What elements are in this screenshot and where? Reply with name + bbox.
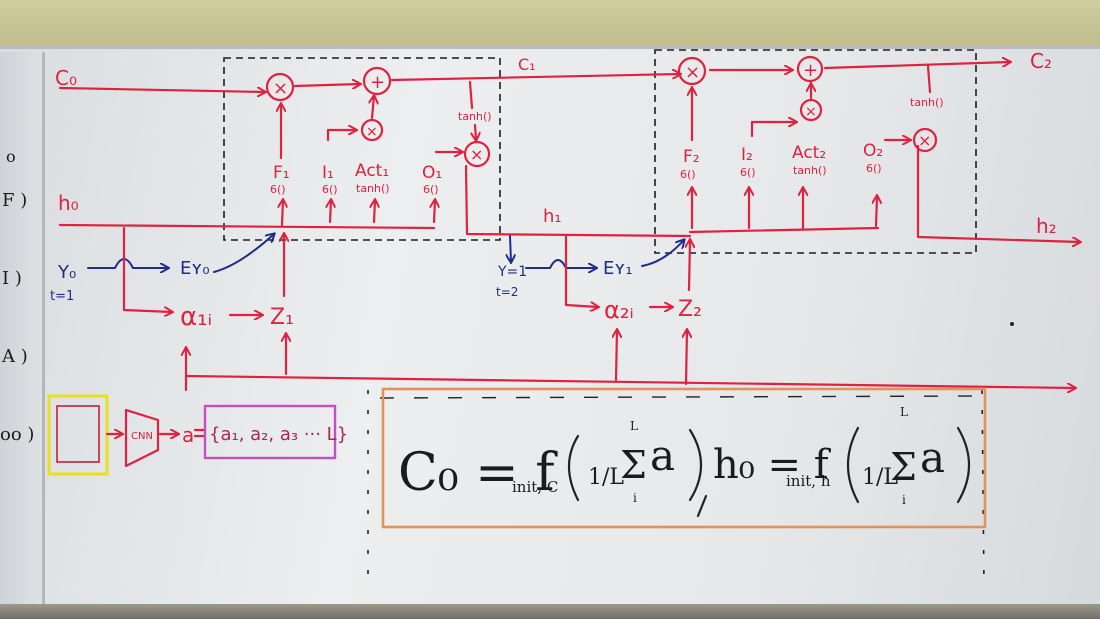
plus-op: +: [370, 72, 385, 93]
gate-f1-act: 6(): [270, 183, 286, 196]
lstm-cell-1-boundary: [224, 58, 500, 240]
sum-h0: Σ: [890, 445, 917, 489]
mult-op: ×: [273, 78, 288, 99]
gate-act1-act: tanh(): [356, 182, 390, 195]
stray-dot: [1010, 322, 1014, 326]
tanh-label: tanh(): [458, 110, 492, 123]
input-y0: Y₀: [57, 262, 76, 283]
c2-label: C₂: [1030, 49, 1052, 73]
gate-o1: O₁: [422, 163, 442, 183]
sum-h0-bottom: i: [902, 493, 906, 507]
c1-label: C₁: [518, 55, 536, 74]
sum-h0-top: L: [900, 405, 908, 419]
edge-mark: I ): [2, 268, 22, 289]
gate-o2: O₂: [863, 141, 883, 161]
alpha-2i: α₂ᵢ: [604, 296, 634, 324]
mult-op: ×: [918, 131, 931, 150]
embed-ey1: Eʏ₁: [603, 258, 633, 279]
mult-op: ×: [685, 62, 700, 83]
sum-c0-bottom: i: [633, 491, 637, 505]
feature-set: {a₁, a₂, a₃ ··· L}: [209, 424, 348, 445]
h2-label: h₂: [1036, 214, 1057, 238]
gate-i2-act: 6(): [740, 166, 756, 179]
input-y1: Y=1: [497, 264, 527, 280]
gate-act1: Act₁: [355, 161, 389, 181]
encoder: CNN a {a₁, a₂, a₃ ··· L}: [49, 396, 348, 474]
gate-o1-act: 6(): [423, 183, 439, 196]
h0-init-sub: init, h: [786, 472, 831, 490]
context-z1: Z₁: [270, 305, 294, 330]
cell-1-operators: × + × × tanh(): [267, 68, 492, 166]
c0-label: C₀: [55, 66, 77, 90]
cell-state-line: C₀ C₁ C₂: [55, 49, 1052, 108]
embed-ey0: Eʏ₀: [180, 258, 210, 279]
gate-i1: I₁: [322, 163, 334, 183]
feature-bus: [186, 376, 1075, 388]
gate-act2-act: tanh(): [793, 164, 827, 177]
sum-c0-top: L: [630, 419, 638, 433]
init-formula: C₀ = f init, C 1/L Σ L i a h₀ = f init, …: [383, 389, 985, 527]
left-edge-marks: o F ) I ) A ) oo ): [0, 147, 34, 445]
frac-c0: 1/L: [588, 465, 624, 490]
edge-mark: F ): [2, 190, 27, 211]
cell-2: × + × × tanh() F₂ 6() I₂ 6() Act₂ tanh()…: [679, 57, 944, 228]
input-image: [57, 406, 99, 462]
gate-act2: Act₂: [792, 143, 826, 163]
mult-op: ×: [366, 124, 378, 140]
edge-mark: o: [6, 147, 16, 166]
a-label: a: [182, 423, 194, 447]
tanh-label: tanh(): [910, 96, 944, 109]
a-c0: a: [650, 431, 675, 480]
alpha-1i: α₁ᵢ: [180, 302, 212, 332]
gate-i2: I₂: [741, 145, 753, 165]
c0-init-sub: init, C: [512, 478, 558, 496]
h0-label: h₀: [58, 191, 79, 215]
edge-mark: oo ): [0, 424, 34, 445]
context-z2: Z₂: [678, 297, 702, 322]
mult-op: ×: [470, 145, 483, 164]
step-1-attention: Y₀ t=1 Eʏ₀ α₁ᵢ Z₁: [50, 228, 294, 390]
gate-f1: F₁: [273, 163, 290, 183]
h1-label: h₁: [543, 206, 562, 227]
a-h0: a: [920, 433, 945, 482]
time-t2: t=2: [496, 285, 518, 299]
gate-o2-act: 6(): [866, 162, 882, 175]
time-t1: t=1: [50, 289, 74, 304]
plus-op: +: [803, 60, 818, 81]
cell-1-gates: F₁ 6() I₁ 6() Act₁ tanh() O₁ 6(): [270, 104, 442, 225]
edge-mark: A ): [1, 346, 28, 367]
sum-c0: Σ: [620, 443, 647, 487]
gate-i1-act: 6(): [322, 183, 338, 196]
gate-f2: F₂: [683, 147, 700, 167]
cnn-label: CNN: [131, 431, 153, 442]
hidden-state-line: h₀ h₁ h₂: [58, 146, 1080, 242]
step-2-attention: Y=1 t=2 Eʏ₁ α₂ᵢ Z₂: [496, 236, 702, 384]
mult-op: ×: [805, 104, 817, 120]
gate-f2-act: 6(): [680, 168, 696, 181]
